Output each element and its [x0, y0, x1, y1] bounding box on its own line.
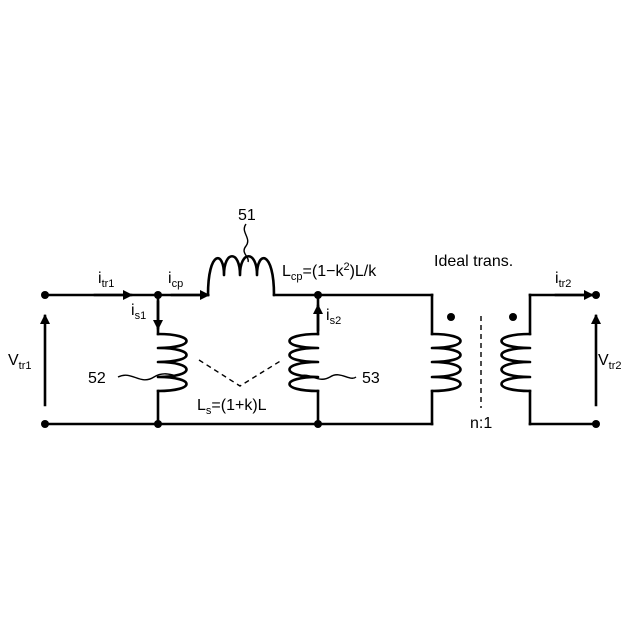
node-bottom-right: [314, 420, 322, 428]
label-itr2: itr2: [555, 270, 571, 290]
nodes: [41, 291, 600, 428]
transformer-primary-winding: [432, 334, 461, 391]
label-ref-51: 51: [238, 207, 256, 224]
inductor-lcp-51: [208, 256, 274, 295]
inductor-ls-53: [290, 334, 319, 391]
inductor-ls-52: [158, 334, 187, 391]
label-is2: is2: [326, 307, 341, 327]
label-vtr1: Vtr1: [8, 352, 32, 372]
terminal-left-bottom: [41, 420, 49, 428]
transformer-secondary-winding: [502, 334, 531, 391]
label-ratio: n:1: [470, 415, 492, 432]
coupling-dashed-line: [199, 360, 282, 386]
label-ideal-trans: Ideal trans.: [434, 253, 513, 270]
terminal-left-top: [41, 291, 49, 299]
label-is1: is1: [131, 302, 146, 322]
label-ref-53: 53: [362, 370, 380, 387]
node-top-left: [154, 291, 162, 299]
label-ref-52: 52: [88, 370, 106, 387]
label-ls-equation: Ls=(1+k)L: [197, 397, 267, 417]
terminal-right-bottom: [592, 420, 600, 428]
node-top-right: [314, 291, 322, 299]
node-bottom-left: [154, 420, 162, 428]
primary-polarity-dot: [447, 313, 455, 321]
label-itr1: itr1: [98, 270, 114, 290]
secondary-polarity-dot: [509, 313, 517, 321]
label-vtr2: Vtr2: [598, 352, 622, 372]
label-lcp-equation: Lcp=(1−k2)L/k: [282, 261, 377, 283]
label-icp: icp: [168, 270, 183, 290]
